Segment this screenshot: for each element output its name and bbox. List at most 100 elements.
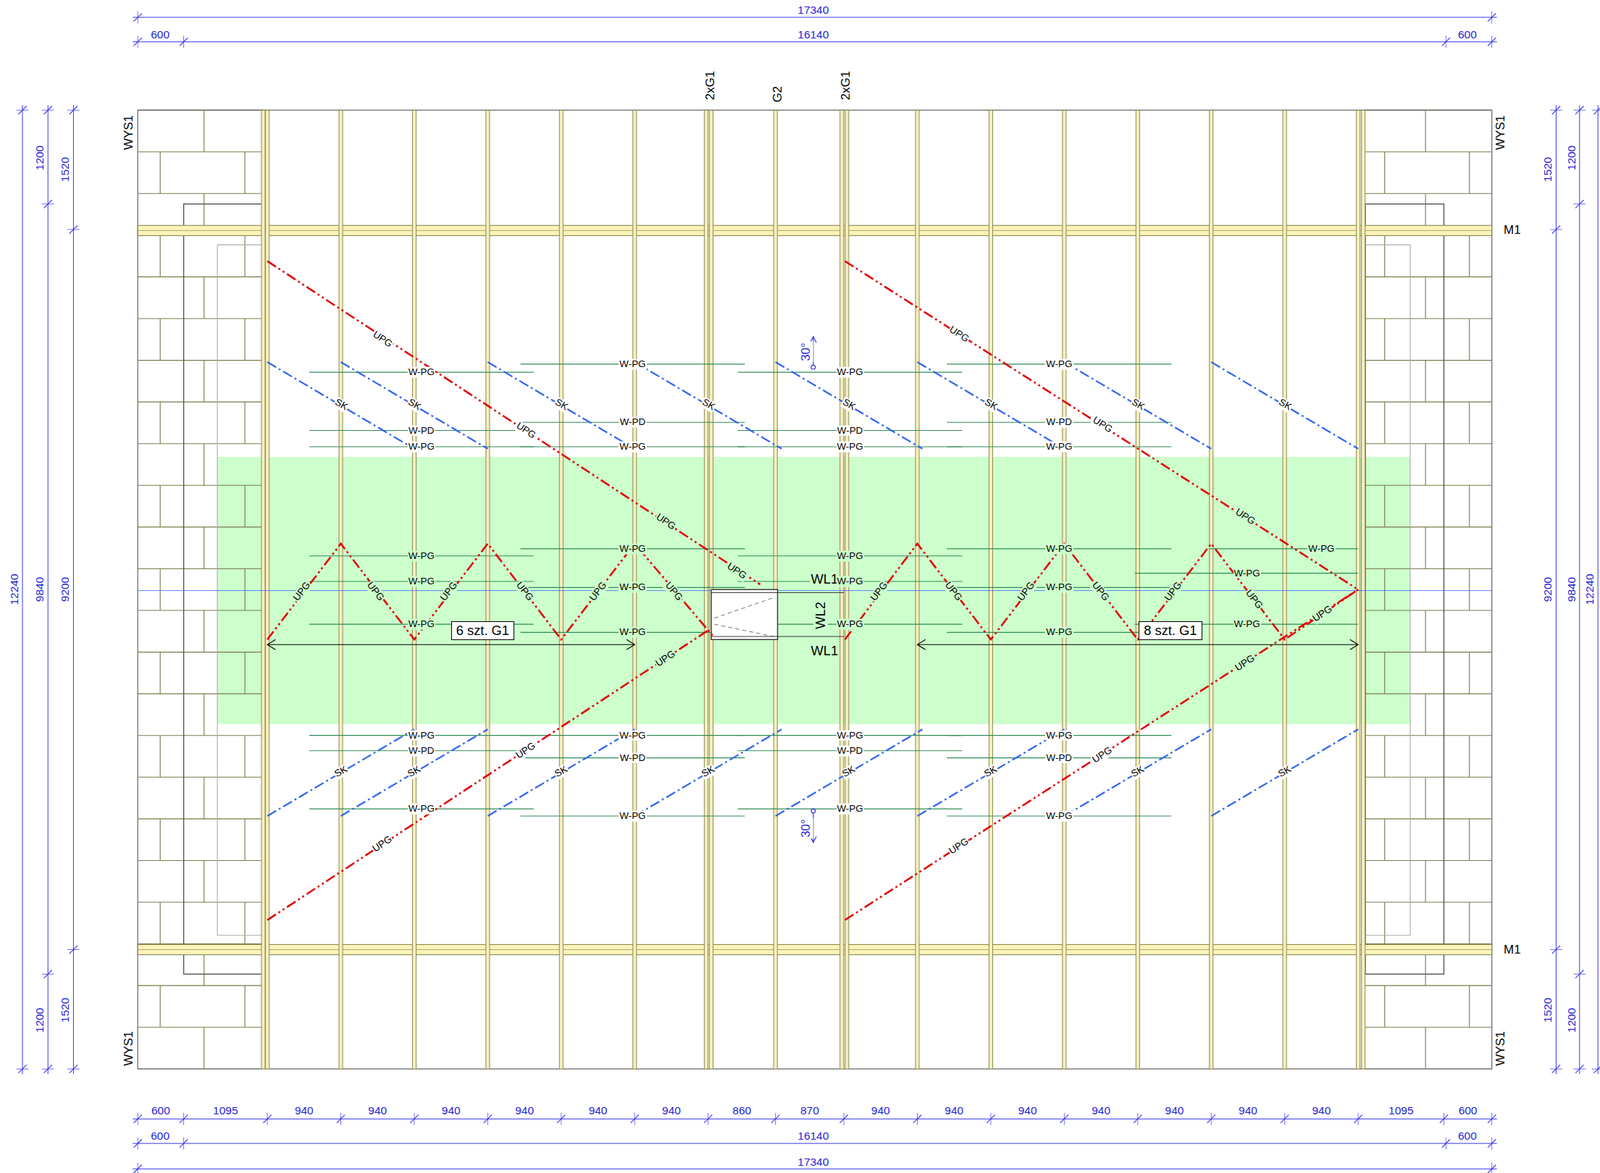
wall-course [137, 276, 263, 278]
bracing-code: SK [405, 764, 424, 781]
bracing-code: SK [552, 396, 571, 414]
opening-diagonal [714, 624, 774, 637]
zigzag-brace [267, 543, 715, 640]
extension-line [42, 110, 55, 111]
truss [1135, 110, 1140, 1070]
wall-course [1365, 609, 1493, 611]
bracing-code: W-PG [618, 730, 647, 741]
wall-joint [244, 152, 246, 195]
wind-brace [634, 729, 782, 817]
extension-line [1137, 1113, 1138, 1126]
dimension-value: 17340 [796, 1155, 830, 1169]
opening-diagonal [714, 597, 774, 618]
wall-joint [244, 568, 246, 611]
wall-course [137, 901, 263, 903]
truss [412, 110, 416, 1070]
wall-joint [1468, 735, 1470, 778]
dimension-value: 940 [514, 1105, 535, 1118]
wall-course [1365, 193, 1493, 195]
extension-line [183, 1113, 184, 1126]
bracing-code: W-PG [618, 627, 647, 639]
wall-joint [1425, 444, 1427, 487]
bracing-code: W-PG [1045, 730, 1073, 741]
dimension-value: 940 [441, 1105, 462, 1118]
truss [265, 110, 270, 1070]
truss [915, 110, 920, 1070]
extension-line [1573, 203, 1586, 205]
wall-course [137, 359, 263, 361]
wall-joint [1425, 693, 1427, 736]
dimension-value: 9200 [59, 576, 72, 603]
dimension-value: 940 [1237, 1105, 1259, 1118]
extension-line [340, 1113, 342, 1126]
dimension-value: 1520 [1542, 996, 1555, 1023]
wall-outline [1365, 204, 1444, 975]
dimension-line [47, 105, 49, 1075]
opening-mark: WL2 [813, 601, 828, 631]
bracing-code: W-PG [618, 441, 647, 453]
wind-brace [341, 362, 489, 450]
wind-brace [917, 729, 1065, 817]
bracing-code: W-PG [1232, 567, 1261, 579]
truss [559, 110, 563, 1070]
bracing-code: W-PG [1307, 543, 1335, 555]
extension-line [42, 974, 55, 975]
wall-course [137, 693, 263, 695]
extension-line [560, 1113, 562, 1126]
diagonal-brace [844, 261, 1359, 591]
bracing-code: W-PG [835, 367, 864, 379]
extension-line [1445, 1137, 1447, 1151]
bracing-code: SK [1129, 764, 1148, 781]
dimension-value: 16140 [796, 1130, 830, 1143]
wall-joint [160, 568, 161, 611]
wall-joint [1468, 819, 1470, 862]
extension-line [183, 1137, 184, 1151]
wall-joint [160, 902, 161, 945]
bracing-code: SK [982, 396, 1001, 414]
wall-course [1365, 276, 1493, 278]
wall-joint [244, 235, 246, 278]
bracing-code: W-PG [1045, 582, 1073, 594]
truss [338, 110, 343, 1070]
wall-inner [217, 244, 263, 246]
wind-brace [775, 729, 923, 817]
dimension-value: 940 [870, 1105, 891, 1118]
wall-inner [217, 244, 219, 936]
dimension-value: 1520 [59, 156, 72, 183]
extension-line [1491, 1163, 1493, 1173]
bracing-code: UPG [1089, 415, 1114, 437]
extension-line [990, 1113, 991, 1126]
extension-line [183, 35, 184, 48]
wall-course [137, 818, 263, 820]
extension-line [1573, 1069, 1586, 1070]
diagonal-brace [267, 630, 709, 921]
wind-brace [487, 362, 635, 450]
wall-joint [1425, 1027, 1427, 1070]
opening-mark: WL1 [809, 643, 839, 659]
bracing-code: W-PG [407, 619, 436, 631]
element-mark: WYS1 [121, 1030, 136, 1067]
arrowhead [626, 639, 635, 650]
wall-joint [244, 485, 246, 528]
wall-course [137, 1027, 263, 1028]
wall-course [137, 526, 263, 528]
bracing-code: W-PG [835, 550, 864, 562]
bracing-code: SK [331, 764, 350, 781]
bracing-code: SK [331, 396, 350, 414]
wall-joint [203, 1027, 205, 1070]
wind-brace [1064, 729, 1212, 817]
wall-joint [244, 401, 246, 445]
element-mark: WYS1 [1494, 114, 1509, 151]
wall-joint [1384, 485, 1385, 528]
dimension-value: 600 [1457, 28, 1478, 41]
bracing-code: W-PG [407, 367, 436, 379]
wall-joint [1468, 652, 1470, 695]
bracing-code: W-PD [1045, 752, 1073, 764]
truss [840, 110, 844, 1070]
dimension-value: 1200 [33, 144, 46, 171]
bracing-code: UPG [370, 834, 395, 857]
slope-dot [811, 809, 816, 814]
extension-line [1358, 1113, 1359, 1126]
extension-line [707, 1113, 709, 1126]
bracing-code: SK [552, 764, 571, 781]
